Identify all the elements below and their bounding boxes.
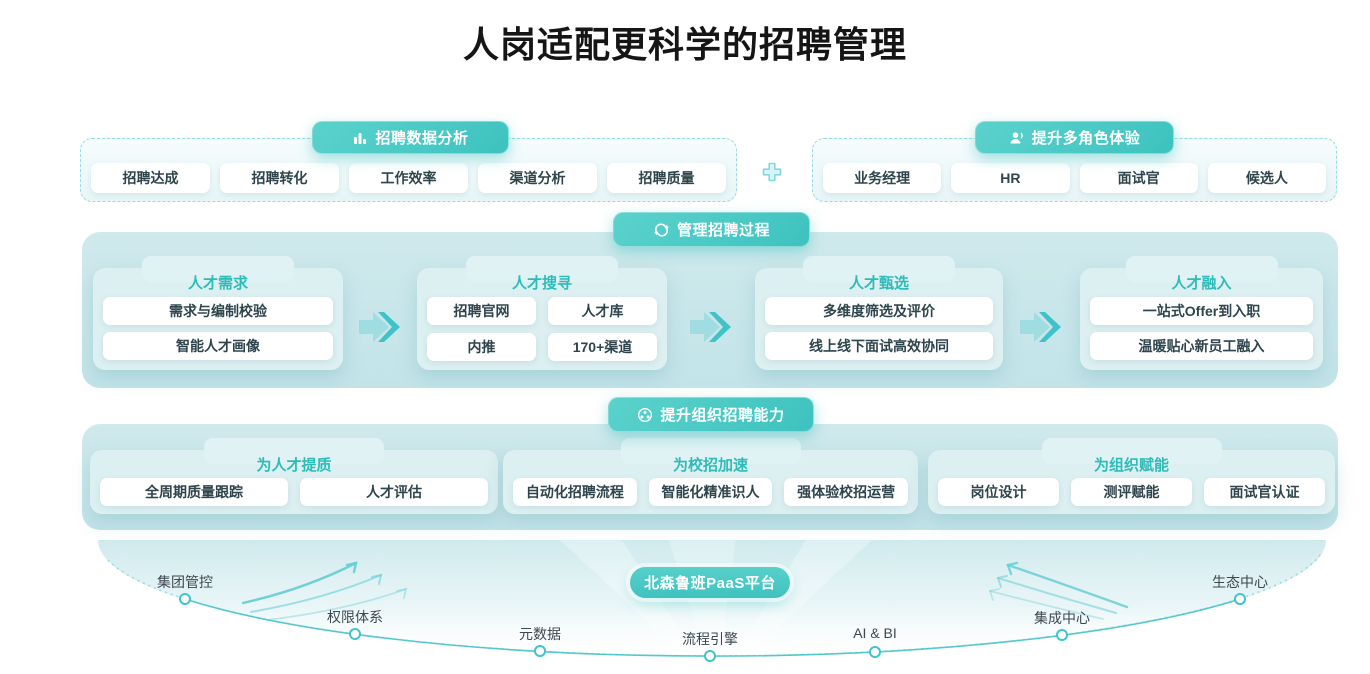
stage-item: 一站式Offer到入职 <box>1090 297 1313 325</box>
experience-items: 业务经理 HR 面试官 候选人 <box>823 163 1326 193</box>
stage-title: 人才甄选 <box>848 275 909 292</box>
platform-node-label: 生态中心 <box>1212 574 1268 590</box>
process-header-label: 管理招聘过程 <box>676 222 770 239</box>
stage-title: 人才需求 <box>187 275 248 292</box>
stage-card-talent-demand: 人才需求 需求与编制校验 智能人才画像 <box>93 256 343 370</box>
group-title: 为人才提质 <box>256 457 332 474</box>
experience-item: HR <box>951 163 1070 193</box>
group-card-org-enablement: 为组织赋能 岗位设计 测评赋能 面试官认证 <box>928 438 1335 514</box>
platform-node-label: AI & BI <box>853 625 897 641</box>
analysis-item: 招聘质量 <box>607 163 726 193</box>
stage-item: 170+渠道 <box>548 333 657 361</box>
stage-card-talent-search: 人才搜寻 招聘官网 人才库 内推 170+渠道 <box>417 256 667 370</box>
analysis-item: 招聘达成 <box>91 163 210 193</box>
platform-node-dot <box>869 646 881 658</box>
flow-arrow-icon <box>359 312 400 342</box>
capability-header-pill: 提升组织招聘能力 <box>608 397 814 432</box>
analysis-header-label: 招聘数据分析 <box>375 130 469 147</box>
analysis-item: 招聘转化 <box>220 163 339 193</box>
stage-item: 线上线下面试高效协同 <box>765 332 993 360</box>
platform-node-label: 集团管控 <box>157 574 213 590</box>
experience-item: 业务经理 <box>823 163 942 193</box>
swoosh-arrows-right <box>988 561 1129 620</box>
platform-node-dot <box>534 645 546 657</box>
stage-item: 人才库 <box>548 297 657 325</box>
group-card-campus-recruiting: 为校招加速 自动化招聘流程 智能化精准识人 强体验校招运营 <box>503 438 918 514</box>
platform-node-dot <box>704 650 716 662</box>
experience-item: 候选人 <box>1207 163 1326 193</box>
platform-node-dot <box>179 593 191 605</box>
capability-band: 为人才提质 全周期质量跟踪 人才评估 为校招加速 自动化招聘流程 智能化精准识人… <box>82 424 1338 530</box>
group-item: 人才评估 <box>300 478 488 506</box>
stage-title: 人才搜寻 <box>511 275 572 292</box>
group-item: 面试官认证 <box>1204 478 1325 506</box>
flow-arrow-icon <box>1020 312 1061 342</box>
group-item: 全周期质量跟踪 <box>100 478 288 506</box>
flow-arrow-icon <box>690 312 731 342</box>
platform-node-label: 元数据 <box>519 626 561 642</box>
stage-item: 需求与编制校验 <box>103 297 333 325</box>
platform-node-label: 集成中心 <box>1034 610 1090 626</box>
bar-chart-icon <box>354 132 367 144</box>
people-icon <box>1010 131 1023 143</box>
platform-node-dot <box>349 628 361 640</box>
platform-node-dot <box>1234 593 1246 605</box>
group-tab <box>620 438 801 464</box>
stage-tab <box>142 256 294 282</box>
cycle-arrows-icon <box>654 222 669 237</box>
swoosh-arrows-left <box>241 561 408 621</box>
experience-header-label: 提升多角色体验 <box>1031 130 1141 147</box>
analysis-item: 渠道分析 <box>478 163 597 193</box>
capability-header-label: 提升组织招聘能力 <box>660 407 785 424</box>
group-item: 智能化精准识人 <box>648 478 773 506</box>
page-title: 人岗适配更科学的招聘管理 <box>462 24 907 65</box>
platform-pill: 北森鲁班PaaS平台 <box>630 567 790 598</box>
stage-card-talent-selection: 人才甄选 多维度筛选及评价 线上线下面试高效协同 <box>755 256 1003 370</box>
stage-item: 多维度筛选及评价 <box>765 297 993 325</box>
stage-card-talent-onboarding: 人才融入 一站式Offer到入职 温暖贴心新员工融入 <box>1080 256 1323 370</box>
experience-header-pill: 提升多角色体验 <box>975 121 1174 154</box>
org-circle-icon <box>638 407 653 422</box>
group-item: 测评赋能 <box>1071 478 1192 506</box>
analysis-item: 工作效率 <box>349 163 468 193</box>
stage-item: 内推 <box>427 333 536 361</box>
experience-item: 面试官 <box>1079 163 1198 193</box>
analysis-items: 招聘达成 招聘转化 工作效率 渠道分析 招聘质量 <box>91 163 726 193</box>
group-card-talent-quality: 为人才提质 全周期质量跟踪 人才评估 <box>90 438 498 514</box>
group-item: 强体验校招运营 <box>784 478 909 506</box>
group-tab <box>1041 438 1222 464</box>
stage-title: 人才融入 <box>1171 275 1232 292</box>
group-item: 自动化招聘流程 <box>513 478 637 506</box>
platform-node-label: 权限体系 <box>327 609 383 625</box>
process-header-pill: 管理招聘过程 <box>613 212 810 247</box>
stage-item: 温暖贴心新员工融入 <box>1090 332 1313 360</box>
process-band: 人才需求 需求与编制校验 智能人才画像 人才搜寻 招聘官网 人才库 内推 170… <box>82 232 1338 388</box>
group-tab <box>204 438 384 464</box>
stage-tab <box>466 256 618 282</box>
stage-item: 智能人才画像 <box>103 332 333 360</box>
stage-tab <box>803 256 955 282</box>
group-title: 为校招加速 <box>672 457 748 474</box>
analysis-header-pill: 招聘数据分析 <box>312 121 509 154</box>
platform-node-label: 流程引擎 <box>682 631 738 647</box>
stage-tab <box>1125 256 1278 282</box>
group-item: 岗位设计 <box>938 478 1059 506</box>
plus-icon <box>760 160 784 189</box>
group-title: 为组织赋能 <box>1093 457 1169 474</box>
platform-node-dot <box>1056 629 1068 641</box>
stage-item: 招聘官网 <box>427 297 536 325</box>
